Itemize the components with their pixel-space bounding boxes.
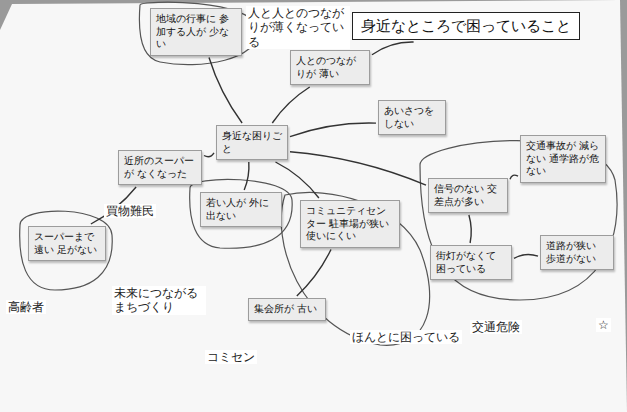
branch-line bbox=[276, 162, 319, 198]
note-text: 若い人が 外に出ない bbox=[206, 197, 276, 222]
branch-label: 交通危険 bbox=[470, 320, 522, 334]
branch-line bbox=[209, 58, 242, 124]
note-text: 身近なところで困っていること bbox=[361, 17, 571, 35]
branch-line bbox=[297, 250, 331, 297]
branch-line bbox=[204, 153, 214, 157]
sticky-note: 地域の行事に 参加する人が 少ない bbox=[150, 8, 242, 56]
note-text: 信号のない 交差点が多い bbox=[434, 183, 502, 208]
group-outline bbox=[139, 2, 258, 65]
branch-label: 人と人とのつながりが薄くなっている bbox=[246, 6, 350, 49]
branch-line bbox=[244, 162, 249, 190]
branch-label: 未来につながるまちづくり bbox=[112, 286, 206, 315]
note-text: 集会所が 古い bbox=[254, 303, 320, 316]
sticky-note: あいさつを しない bbox=[378, 100, 446, 135]
branch-label: 買物難民 bbox=[104, 204, 156, 218]
group-outline bbox=[20, 211, 113, 290]
branch-line bbox=[372, 42, 414, 55]
note-text: 地域の行事に 参加する人が 少ない bbox=[156, 13, 236, 51]
branch-line bbox=[290, 152, 426, 185]
sticky-note: スーパーまで 遠い 足がない bbox=[28, 226, 106, 261]
branch-label: ほんとに困っている bbox=[350, 330, 462, 344]
sticky-note: 交通事故が 減らない 通学路が危ない bbox=[520, 135, 606, 183]
branch-line bbox=[510, 175, 518, 179]
note-text: 人とのつながりが 薄い bbox=[296, 55, 364, 80]
branch-line bbox=[514, 255, 538, 259]
branch-line bbox=[469, 215, 471, 243]
sticky-note: 道路が狭い 歩道がない bbox=[540, 235, 614, 270]
branch-label: コミセン bbox=[205, 350, 257, 364]
note-text: 近所のスーパーが なくなった bbox=[124, 155, 196, 180]
note-text: スーパーまで 遠い 足がない bbox=[34, 231, 100, 256]
sticky-note: 街灯がなくて 困っている bbox=[430, 245, 512, 280]
sticky-note: 人とのつながりが 薄い bbox=[290, 50, 370, 85]
sticky-note: 近所のスーパーが なくなった bbox=[118, 150, 202, 185]
sticky-note: 若い人が 外に出ない bbox=[200, 192, 282, 227]
note-text: あいさつを しない bbox=[384, 105, 440, 130]
sticky-note: コミュニティセンター 駐車場が狭い 使いにくい bbox=[300, 200, 400, 248]
note-text: 交通事故が 減らない 通学路が危ない bbox=[526, 140, 600, 178]
branch-label: 高齢者 bbox=[6, 300, 46, 314]
group-outline bbox=[281, 192, 429, 345]
branch-label: ☆ bbox=[596, 318, 611, 332]
sticky-note: 身近な困りごと bbox=[216, 125, 288, 160]
branch-line bbox=[290, 123, 376, 137]
note-text: 街灯がなくて 困っている bbox=[436, 250, 506, 275]
note-text: コミュニティセンター 駐車場が狭い 使いにくい bbox=[306, 205, 394, 243]
branch-line bbox=[272, 87, 309, 123]
note-text: 道路が狭い 歩道がない bbox=[546, 240, 608, 265]
note-text: 身近な困りごと bbox=[222, 130, 282, 155]
title-box: 身近なところで困っていること bbox=[352, 12, 580, 40]
sticky-note: 信号のない 交差点が多い bbox=[428, 178, 508, 213]
group-outline bbox=[190, 179, 293, 248]
sticky-note: 集会所が 古い bbox=[248, 298, 326, 321]
